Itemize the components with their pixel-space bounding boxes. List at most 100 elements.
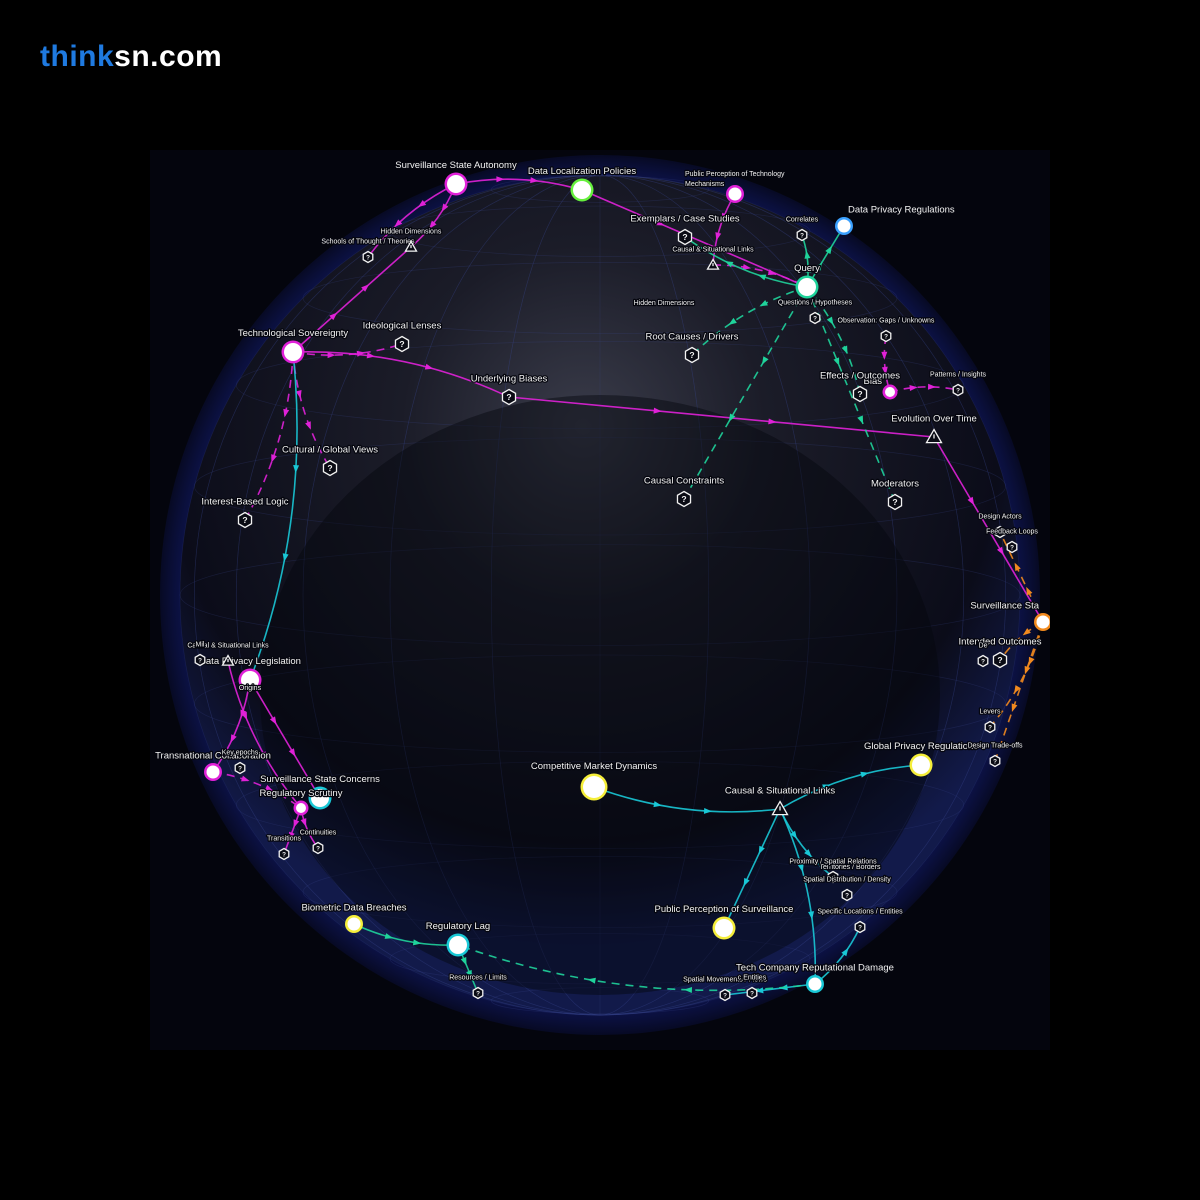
- edge-surv_autonomy-schools: [367, 183, 457, 258]
- site-logo[interactable]: thinksn.com: [40, 40, 222, 74]
- question-hex-icon: [952, 383, 964, 397]
- node-causal_sit_mid[interactable]: Causal & Situational Links: [724, 784, 837, 816]
- edge-competitive-causal_sit_mid: [593, 786, 781, 813]
- node-transitions[interactable]: ?Transitions: [266, 834, 303, 861]
- node-schools[interactable]: ?Schools of Thought / Theories: [320, 237, 416, 264]
- node-specific_loc[interactable]: ?Specific Locations / Entities: [816, 907, 904, 934]
- edge-arrow: [288, 748, 296, 757]
- node-label: Global Privacy Regulations: [864, 741, 978, 752]
- node-causal_constraints[interactable]: ?Causal Constraints: [643, 474, 726, 508]
- node-dot: [837, 219, 851, 233]
- edge-arrow: [1014, 562, 1021, 572]
- node-competitive[interactable]: Competitive Market Dynamics: [530, 760, 659, 801]
- node-surv_autonomy[interactable]: Surveillance State Autonomy: [394, 159, 518, 196]
- node-effects[interactable]: ?Effects / Outcomes: [819, 369, 902, 403]
- question-mark-glyph: ?: [238, 765, 242, 772]
- node-design_tradeoffs[interactable]: ?Design Trade-offs: [966, 741, 1024, 768]
- node-territories[interactable]: Territories / Borders: [818, 863, 882, 873]
- edge-arrow: [857, 415, 864, 425]
- node-root_causes[interactable]: ?Root Causes / Drivers: [644, 330, 740, 364]
- node-design_actors[interactable]: ?Design Actors: [977, 512, 1023, 539]
- node-dot: [284, 343, 302, 361]
- globe-grid: [179, 174, 1021, 1016]
- node-regulatory_scrutiny[interactable]: Regulatory Scrutiny: [258, 787, 344, 816]
- node-proximity[interactable]: ?Proximity / Spatial Relations: [788, 857, 878, 884]
- node-c_entities[interactable]: ?c Entities: [737, 973, 768, 1000]
- node-label: Spatial Movements / Flows: [683, 977, 767, 984]
- node-levers[interactable]: ?Levers: [978, 707, 1002, 734]
- node-dot: [241, 671, 259, 689]
- edge-arrow: [1028, 656, 1035, 666]
- question-hex-icon: [322, 459, 338, 477]
- edge-arrow: [283, 408, 290, 418]
- node-label: Intended Outcomes: [959, 637, 1042, 648]
- node-interest[interactable]: ?Interest-Based Logic: [200, 495, 290, 529]
- logo-part-think: think: [40, 40, 115, 73]
- question-mark-glyph: ?: [857, 389, 862, 399]
- node-label: Surveillance State Autonomy: [395, 160, 517, 171]
- edge-arrow: [417, 199, 427, 208]
- node-query[interactable]: Query: [793, 262, 821, 299]
- node-spatial_dist[interactable]: ?Spatial Distribution / Density: [802, 875, 893, 902]
- edge-arrow: [996, 546, 1004, 556]
- node-global_priv[interactable]: Global Privacy Regulations: [863, 740, 980, 777]
- node-tech_sov[interactable]: Technological Sovereignty: [237, 327, 350, 364]
- edge-tech_sov-interest: [244, 351, 294, 521]
- node-origins[interactable]: Origins: [238, 684, 263, 694]
- node-data_local[interactable]: Data Localization Policies: [527, 165, 638, 202]
- node-continuities[interactable]: ?Continuities: [298, 828, 338, 855]
- node-moderators[interactable]: ?Moderators: [870, 477, 921, 511]
- node-label: Proximity / Spatial Relations: [789, 859, 877, 866]
- node-label: Levers: [979, 709, 1001, 716]
- edge-arrow: [860, 771, 869, 778]
- node-label: Cultural / Global Views: [282, 445, 378, 456]
- edge-tech_sov-ideological: [292, 343, 403, 356]
- node-questions[interactable]: ?Questions / Hypotheses: [777, 298, 854, 325]
- node-public_perc_tech[interactable]: Public Perception of TechnologyMechanism…: [684, 170, 786, 203]
- node-surv_concerns[interactable]: Surveillance State Concerns: [259, 773, 381, 810]
- edge-arrow: [1011, 703, 1018, 712]
- node-biometric[interactable]: Biometric Data Breaches: [300, 901, 408, 934]
- node-hidden_dim[interactable]: Hidden Dimensions: [379, 227, 443, 252]
- node-intended[interactable]: ?Intended Outcomes: [957, 635, 1043, 669]
- node-key_epochs[interactable]: ?Key epochs: [220, 748, 260, 775]
- node-causal_sit_top[interactable]: Causal & Situational Links: [671, 245, 755, 270]
- node-regulatory_lag[interactable]: Regulatory Lag: [425, 920, 491, 957]
- edge-arrow: [758, 845, 765, 855]
- question-mark-glyph: ?: [198, 657, 202, 664]
- node-label: Transnational Collaboration: [155, 751, 271, 762]
- node-causal_sit_left[interactable]: Causal & Situational Links: [186, 641, 270, 666]
- question-mark-glyph: ?: [506, 392, 511, 402]
- node-hidden_dim2[interactable]: Hidden Dimensions: [632, 299, 696, 309]
- node-data_priv_reg[interactable]: Data Privacy Regulations: [835, 203, 956, 236]
- node-cultural[interactable]: ?Cultural / Global Views: [281, 443, 379, 477]
- node-patterns[interactable]: ?Patterns / Insights: [929, 370, 988, 397]
- question-mark-glyph: ?: [681, 494, 686, 504]
- node-surv_sta[interactable]: Surveillance Sta: [969, 599, 1050, 632]
- node-tech_company[interactable]: Tech Company Reputational Damage: [735, 961, 895, 994]
- node-label: Continuities: [300, 830, 337, 837]
- question-hex-icon: [1006, 540, 1018, 554]
- node-exemplars[interactable]: ?Exemplars / Case Studies: [629, 212, 741, 246]
- node-spatial_move[interactable]: ?Spatial Movements / Flows: [682, 975, 769, 1002]
- node-evolution[interactable]: Evolution Over Time: [890, 412, 978, 444]
- edge-arrow: [724, 261, 734, 268]
- node-underlying_biases[interactable]: ?Underlying Biases: [469, 372, 549, 406]
- edge-arrow: [327, 352, 336, 359]
- node-observation[interactable]: ?Observation: Gaps / Unknowns: [836, 316, 936, 343]
- node-correlates[interactable]: ?Correlates: [785, 215, 820, 242]
- node-de[interactable]: ?De: [977, 641, 989, 668]
- node-mil[interactable]: ?Mil: [194, 640, 206, 667]
- question-mark-glyph: ?: [858, 924, 862, 931]
- node-feedback[interactable]: ?Feedback Loops: [985, 527, 1040, 554]
- node-label: Patterns / Insights: [930, 372, 987, 379]
- knowledge-graph-globe[interactable]: Surveillance State Autonomy Data Localiza…: [150, 150, 1050, 1050]
- node-label: Design Actors: [978, 514, 1022, 521]
- node-public_perc_surv[interactable]: Public Perception of Surveillance: [653, 903, 795, 940]
- edge-arrow: [797, 863, 804, 873]
- edge-arrow: [716, 245, 726, 252]
- node-biases_node[interactable]: Bias: [862, 375, 898, 400]
- node-ideological[interactable]: ?Ideological Lenses: [361, 319, 443, 353]
- node-transnational[interactable]: Transnational Collaboration: [154, 749, 272, 782]
- node-resources[interactable]: ?Resources / Limits: [448, 973, 509, 1000]
